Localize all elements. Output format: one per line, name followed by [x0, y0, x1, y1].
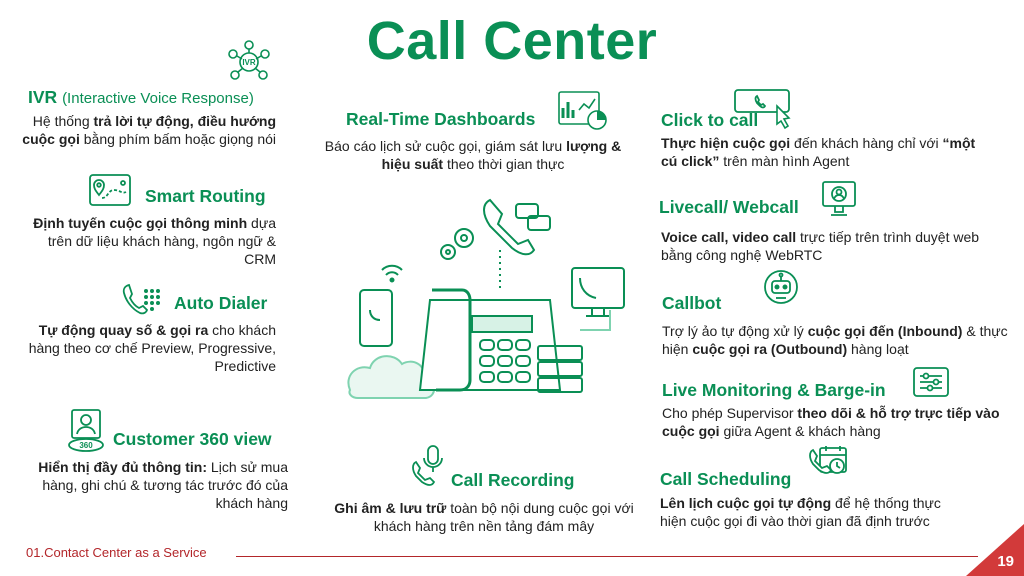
customer-360-icon: 360 [68, 409, 104, 452]
footer-section-label: 01.Contact Center as a Service [26, 545, 207, 560]
mic-phone-icon [412, 445, 443, 486]
svg-text:360: 360 [79, 441, 93, 450]
webcall-heading: Livecall/ Webcall [659, 197, 799, 217]
phone-keypad-icon [122, 283, 160, 315]
webcall-description: Voice call, video call trực tiếp trên tr… [661, 229, 980, 263]
scheduling-heading: Call Scheduling [660, 469, 792, 489]
page-title: Call Center [366, 11, 658, 71]
ivr-heading: IVR (Interactive Voice Response) [28, 87, 254, 107]
monitor-user-icon [822, 181, 856, 216]
callbot-description: Trợ lý ảo tự động xử lý cuộc gọi đến (In… [662, 323, 1008, 357]
dashboard-chart-icon [558, 91, 607, 130]
customer-360-description: Hiển thị đầy đủ thông tin: Lịch sử mua h… [38, 459, 288, 511]
call-recording-heading: Call Recording [451, 470, 575, 490]
svg-text:IVR: IVR [242, 58, 256, 67]
ivr-network-icon: IVR [228, 40, 270, 80]
map-route-icon [89, 174, 131, 206]
sliders-panel-icon [913, 367, 949, 397]
click-to-call-description: Thực hiện cuộc gọi đến khách hàng chỉ vớ… [661, 135, 976, 169]
click-to-call-heading: Click to call [661, 110, 759, 130]
customer-360-heading: Customer 360 view [113, 429, 272, 449]
page-number: 19 [997, 553, 1014, 570]
monitoring-description: Cho phép Supervisor theo dõi & hỗ trợ tr… [662, 405, 1000, 439]
callbot-heading: Callbot [662, 293, 722, 313]
click-button-icon [734, 89, 791, 130]
auto-dialer-heading: Auto Dialer [174, 293, 268, 313]
call-center-illustration [347, 198, 625, 399]
robot-icon [764, 270, 798, 304]
auto-dialer-description: Tự động quay số & gọi ra cho khách hàng … [28, 322, 276, 374]
smart-routing-heading: Smart Routing [145, 186, 266, 206]
scheduling-description: Lên lịch cuộc gọi tự động để hệ thống th… [660, 495, 941, 529]
dashboards-description: Báo cáo lịch sử cuộc gọi, giám sát lưu l… [324, 138, 622, 172]
ivr-description: Hệ thống trả lời tự động, điều hướng cuộ… [22, 113, 276, 147]
call-recording-description: Ghi âm & lưu trữ toàn bộ nội dung cuộc g… [334, 500, 634, 534]
footer-divider [236, 556, 978, 557]
monitoring-heading: Live Monitoring & Barge-in [662, 380, 886, 400]
dashboards-heading: Real-Time Dashboards [346, 109, 536, 129]
page-corner-decoration [966, 524, 1024, 576]
calendar-clock-icon [809, 446, 847, 474]
ivr-heading-sub: (Interactive Voice Response) [62, 90, 254, 107]
smart-routing-description: Định tuyến cuộc gọi thông minh dựa trên … [33, 215, 276, 267]
